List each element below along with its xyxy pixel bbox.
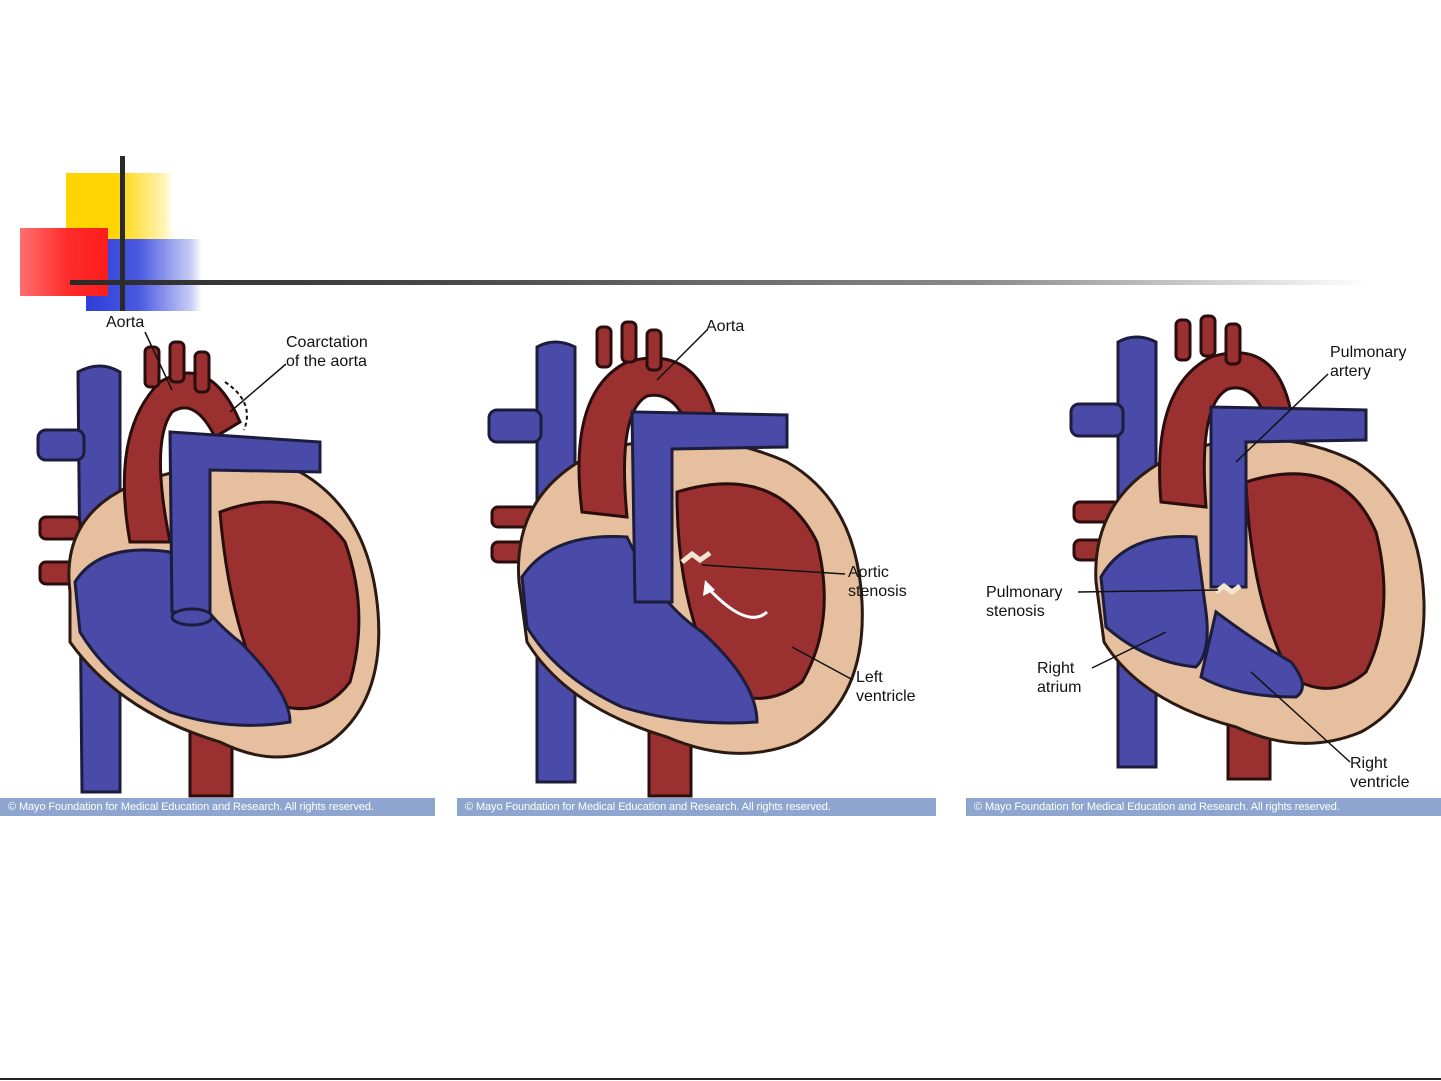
pulmonary-valve-stenosis xyxy=(1214,582,1242,596)
leader-aorta xyxy=(144,331,173,391)
copyright-caption: © Mayo Foundation for Medical Education … xyxy=(0,798,435,816)
heart-illustration-aortic-stenosis xyxy=(487,320,864,798)
label-coarctation: Coarctation of the aorta xyxy=(286,334,368,370)
right-ventricle xyxy=(1199,609,1304,699)
decor-red-square xyxy=(20,228,108,296)
arch-branch-1 xyxy=(143,345,161,389)
left-ventricle xyxy=(1244,472,1386,690)
label-left-ventricle: Left ventricle xyxy=(856,669,916,705)
vessel-left-branch xyxy=(36,428,86,462)
leader-coarctation xyxy=(229,363,287,413)
arch-branch-3 xyxy=(193,350,211,394)
aortic-arch xyxy=(122,371,242,544)
title-divider-line xyxy=(70,280,1370,285)
leader-right-ventricle xyxy=(1250,671,1351,763)
arch-branch-3 xyxy=(1224,322,1242,366)
pulmonary-valve-ring xyxy=(170,607,214,627)
coarctation-marker xyxy=(224,381,248,431)
aortic-valve-stenosis xyxy=(680,550,712,564)
leader-left-ventricle xyxy=(791,646,854,681)
pulmonary-trunk xyxy=(1209,405,1368,589)
pulmonary-trunk xyxy=(630,410,789,604)
right-ventricle xyxy=(73,548,292,727)
vessel-left-branch xyxy=(487,408,543,444)
label-pulmonary-stenosis: Pulmonary stenosis xyxy=(986,584,1063,620)
vessel-left-branch xyxy=(1069,402,1125,438)
vessel-left-red-1 xyxy=(38,515,82,541)
panel-aortic-stenosis: Aorta Aortic stenosis Left ventricle © M… xyxy=(457,312,936,816)
heart-illustration-pulmonary-stenosis xyxy=(1069,314,1426,781)
copyright-caption: © Mayo Foundation for Medical Education … xyxy=(966,798,1441,816)
label-right-atrium: Right atrium xyxy=(1037,660,1082,696)
pulmonary-trunk xyxy=(168,430,322,614)
copyright-caption: © Mayo Foundation for Medical Education … xyxy=(457,798,936,816)
arch-branch-2 xyxy=(620,320,638,364)
arch-branch-2 xyxy=(1199,314,1217,358)
blood-flow-arrow xyxy=(705,585,769,619)
label-aortic-stenosis: Aortic stenosis xyxy=(848,564,907,600)
arch-branch-3 xyxy=(645,328,663,372)
panel-coarctation: Aorta Coarctation of the aorta © Mayo Fo… xyxy=(0,312,435,816)
arch-branch-2 xyxy=(168,340,186,384)
decor-vertical-line xyxy=(120,156,125,311)
leader-aorta xyxy=(656,329,708,381)
leader-pulmonary-stenosis xyxy=(1077,589,1219,593)
leader-pulmonary-artery xyxy=(1235,373,1329,463)
label-pulmonary-artery: Pulmonary artery xyxy=(1330,344,1407,380)
blood-flow-arrowhead xyxy=(703,580,715,596)
leader-aortic-stenosis xyxy=(701,564,846,575)
right-ventricle xyxy=(520,535,759,725)
slide-bottom-border xyxy=(0,1078,1441,1080)
leader-right-atrium xyxy=(1091,631,1167,669)
arch-branch-1 xyxy=(595,325,613,369)
panel-pulmonary-stenosis: Pulmonary artery Pulmonary stenosis Righ… xyxy=(966,312,1441,816)
heart-illustration-coarctation xyxy=(36,331,381,798)
label-right-ventricle: Right ventricle xyxy=(1350,755,1410,791)
arch-branch-1 xyxy=(1174,318,1192,362)
right-atrium xyxy=(1099,535,1209,669)
label-aorta: Aorta xyxy=(706,318,745,335)
label-aorta: Aorta xyxy=(106,314,145,331)
